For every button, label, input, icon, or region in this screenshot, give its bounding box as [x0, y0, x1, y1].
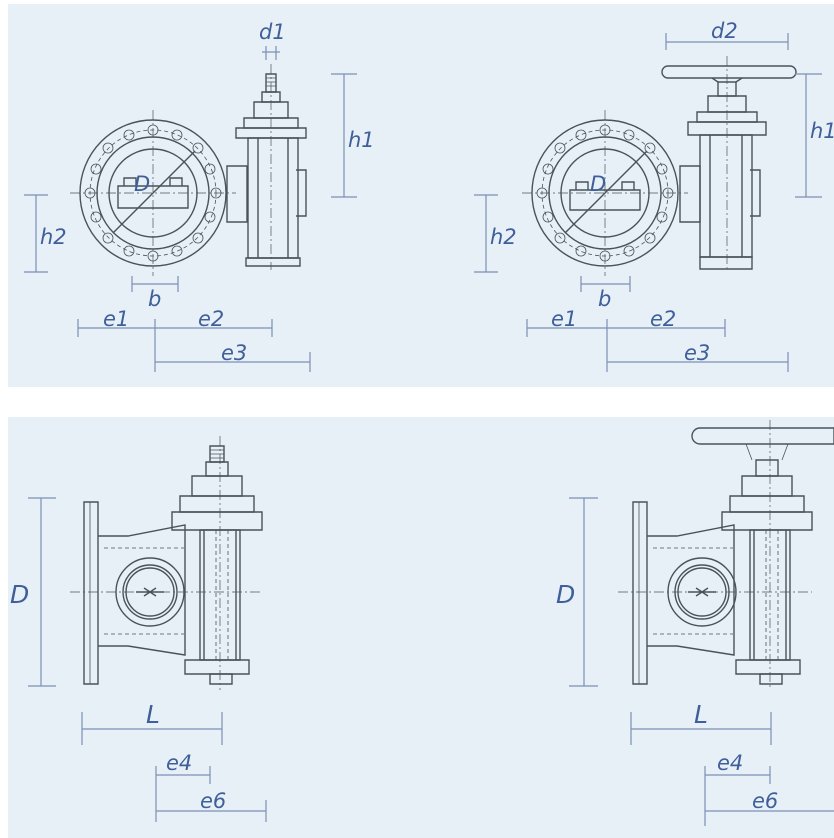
label-b: b: [598, 287, 611, 311]
label-d1: d1: [259, 20, 286, 44]
front-view-handwheel-dims: [474, 33, 822, 372]
label-D: D: [590, 172, 606, 196]
label-e2: e2: [650, 307, 676, 331]
front-view-handwheel-labels: d2 h1 h2 D b e1 e2 e3: [490, 19, 834, 365]
side-view-stem: [70, 436, 263, 690]
label-D: D: [10, 580, 29, 609]
label-d2: d2: [711, 19, 738, 43]
label-h2: h2: [490, 225, 517, 249]
label-e6: e6: [752, 789, 778, 813]
side-view-handwheel: [618, 420, 834, 690]
label-e6: e6: [200, 789, 226, 813]
label-h1: h1: [348, 128, 375, 152]
label-D: D: [134, 172, 150, 196]
side-view-handwheel-labels: D L e4 e6: [556, 580, 778, 813]
label-e3: e3: [221, 341, 247, 365]
side-view-stem-labels: D L e4 e6: [10, 580, 226, 813]
label-e4: e4: [717, 751, 743, 775]
side-view-stem-dims: [28, 497, 267, 822]
label-e1: e1: [103, 307, 129, 331]
bottom-panel: [8, 417, 834, 838]
front-view-stem: [70, 64, 307, 276]
front-view-stem-dims: [24, 46, 357, 372]
label-e2: e2: [198, 307, 224, 331]
side-view-handwheel-dims: [569, 497, 834, 826]
label-e1: e1: [551, 307, 577, 331]
top-panel: [8, 4, 834, 387]
flange-side: [83, 501, 99, 685]
label-b: b: [148, 287, 161, 311]
label-e3: e3: [684, 341, 710, 365]
label-L: L: [694, 700, 708, 729]
label-L: L: [146, 700, 160, 729]
label-h2: h2: [40, 225, 67, 249]
label-e4: e4: [166, 751, 192, 775]
label-h1: h1: [810, 119, 834, 143]
label-D: D: [556, 580, 575, 609]
front-view-stem-labels: d1 h1 h2 D b e1 e2 e3: [40, 20, 375, 365]
front-view-handwheel: [522, 56, 797, 276]
